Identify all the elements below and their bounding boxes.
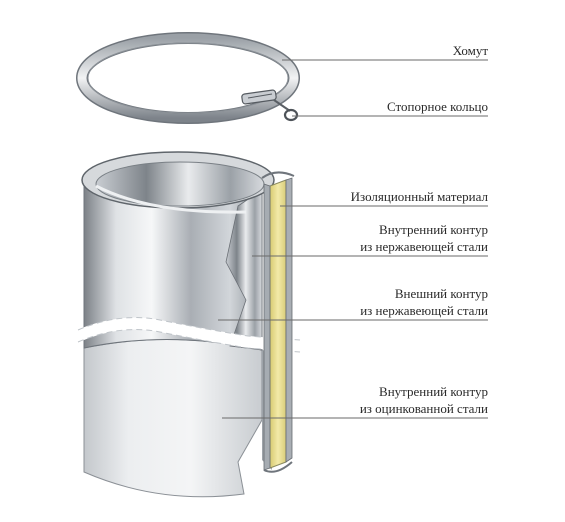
- callout-label-5-line-2: из нержавеющей стали: [360, 303, 488, 318]
- callout-label-4-line-2: из нержавеющей стали: [360, 239, 488, 254]
- callout-label-5-line-1: Внешний контур: [395, 286, 488, 301]
- callout-label-6-line-1: Внутренний контур: [379, 384, 488, 399]
- callout-label-6-line-2: из оцинкованной стали: [360, 401, 488, 416]
- clamp-ring: [76, 32, 300, 124]
- callout-label-3-line-1: Изоляционный материал: [351, 189, 489, 204]
- callout-label-2-line-1: Стопорное кольцо: [387, 99, 488, 114]
- callout-label-4-line-1: Внутренний контур: [379, 222, 488, 237]
- insulation-layer: [261, 171, 295, 473]
- callout-label-1-line-1: Хомут: [453, 43, 489, 58]
- locking-ring: [273, 99, 299, 122]
